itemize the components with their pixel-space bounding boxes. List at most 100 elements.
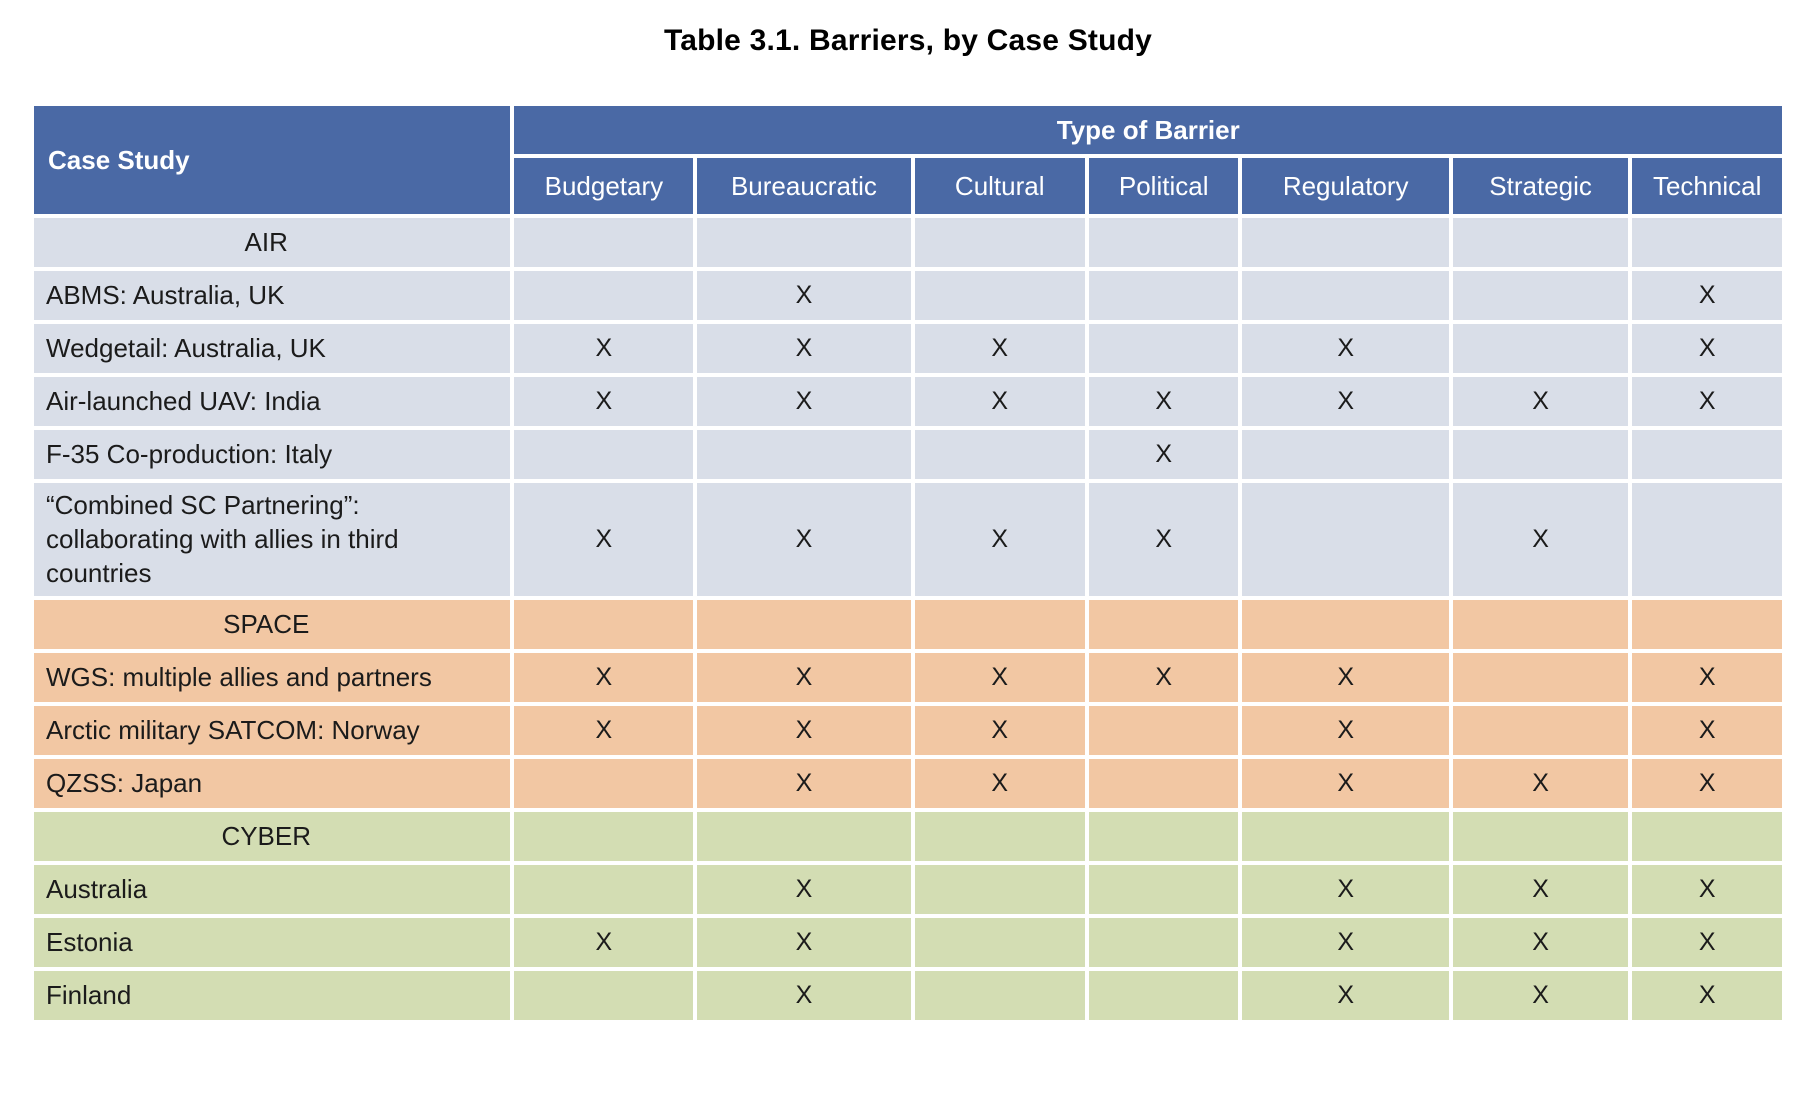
barrier-mark-cell bbox=[1088, 812, 1239, 862]
barrier-mark-cell bbox=[1242, 430, 1449, 479]
column-header-regulatory: Regulatory bbox=[1242, 158, 1449, 214]
column-header-bureaucratic: Bureaucratic bbox=[697, 158, 911, 214]
barrier-mark-cell: X bbox=[697, 865, 911, 915]
section-row-space: SPACE bbox=[34, 600, 1782, 650]
section-header-cell: SPACE bbox=[34, 600, 511, 650]
column-header-cultural: Cultural bbox=[914, 158, 1085, 214]
barrier-mark-cell bbox=[914, 971, 1085, 1021]
barrier-mark-cell bbox=[697, 430, 911, 479]
column-header-political: Political bbox=[1088, 158, 1239, 214]
case-study-cell: F-35 Co-production: Italy bbox=[34, 430, 511, 479]
barrier-mark-cell: X bbox=[1632, 324, 1782, 373]
barrier-mark-cell bbox=[1632, 600, 1782, 650]
barrier-mark-cell: X bbox=[1242, 324, 1449, 373]
barrier-mark-cell: X bbox=[697, 706, 911, 756]
barrier-mark-cell bbox=[697, 218, 911, 267]
barrier-mark-cell: X bbox=[914, 706, 1085, 756]
case-study-cell: Wedgetail: Australia, UK bbox=[34, 324, 511, 373]
type-of-barrier-header: Type of Barrier bbox=[514, 106, 1782, 154]
barrier-mark-cell: X bbox=[697, 377, 911, 426]
barrier-mark-cell: X bbox=[514, 483, 694, 597]
barrier-mark-cell bbox=[1452, 271, 1629, 320]
barrier-mark-cell: X bbox=[1088, 653, 1239, 703]
barrier-mark-cell bbox=[1088, 865, 1239, 915]
barrier-mark-cell bbox=[1242, 812, 1449, 862]
barrier-mark-cell: X bbox=[1632, 706, 1782, 756]
barrier-mark-cell bbox=[914, 430, 1085, 479]
barrier-mark-cell bbox=[1452, 653, 1629, 703]
barrier-mark-cell bbox=[1088, 971, 1239, 1021]
case-study-cell: Estonia bbox=[34, 918, 511, 968]
barrier-mark-cell bbox=[1452, 218, 1629, 267]
barrier-mark-cell bbox=[1452, 430, 1629, 479]
barrier-mark-cell: X bbox=[1632, 971, 1782, 1021]
barrier-mark-cell bbox=[914, 812, 1085, 862]
barrier-mark-cell: X bbox=[1452, 759, 1629, 809]
barrier-mark-cell bbox=[1088, 324, 1239, 373]
barrier-mark-cell bbox=[1088, 918, 1239, 968]
barrier-mark-cell bbox=[914, 600, 1085, 650]
barrier-mark-cell bbox=[514, 271, 694, 320]
barrier-mark-cell: X bbox=[1632, 271, 1782, 320]
barrier-mark-cell: X bbox=[1632, 759, 1782, 809]
barrier-mark-cell bbox=[514, 812, 694, 862]
case-study-cell: Air-launched UAV: India bbox=[34, 377, 511, 426]
case-study-header: Case Study bbox=[34, 106, 511, 214]
section-header-cell: AIR bbox=[34, 218, 511, 267]
barrier-mark-cell bbox=[514, 218, 694, 267]
barrier-mark-cell: X bbox=[514, 377, 694, 426]
barrier-mark-cell: X bbox=[697, 653, 911, 703]
barrier-mark-cell: X bbox=[1088, 430, 1239, 479]
barrier-mark-cell: X bbox=[514, 653, 694, 703]
barrier-mark-cell: X bbox=[1452, 918, 1629, 968]
barrier-mark-cell bbox=[514, 971, 694, 1021]
barrier-mark-cell bbox=[1632, 430, 1782, 479]
barrier-mark-cell: X bbox=[697, 271, 911, 320]
case-study-cell: ABMS: Australia, UK bbox=[34, 271, 511, 320]
barrier-mark-cell: X bbox=[1242, 759, 1449, 809]
table-row: ABMS: Australia, UK X X bbox=[34, 271, 1782, 320]
case-study-cell: Australia bbox=[34, 865, 511, 915]
column-header-budgetary: Budgetary bbox=[514, 158, 694, 214]
barrier-mark-cell bbox=[1452, 324, 1629, 373]
barrier-mark-cell bbox=[1452, 812, 1629, 862]
barrier-mark-cell: X bbox=[1632, 918, 1782, 968]
barrier-mark-cell: X bbox=[514, 706, 694, 756]
barrier-mark-cell: X bbox=[697, 971, 911, 1021]
barrier-mark-cell: X bbox=[697, 918, 911, 968]
barrier-mark-cell bbox=[1452, 706, 1629, 756]
section-row-air: AIR bbox=[34, 218, 1782, 267]
barrier-mark-cell bbox=[514, 865, 694, 915]
barrier-mark-cell: X bbox=[1452, 865, 1629, 915]
barrier-mark-cell: X bbox=[1632, 377, 1782, 426]
barrier-mark-cell bbox=[1632, 483, 1782, 597]
case-study-cell: Arctic military SATCOM: Norway bbox=[34, 706, 511, 756]
barrier-mark-cell: X bbox=[1452, 377, 1629, 426]
barrier-mark-cell bbox=[1632, 218, 1782, 267]
barrier-mark-cell: X bbox=[1242, 653, 1449, 703]
barrier-mark-cell bbox=[1242, 600, 1449, 650]
table-row: F-35 Co-production: Italy X bbox=[34, 430, 1782, 479]
group-header-row: Case Study Type of Barrier bbox=[34, 106, 1782, 214]
barrier-mark-cell: X bbox=[914, 377, 1085, 426]
barrier-mark-cell: X bbox=[514, 324, 694, 373]
barrier-mark-cell bbox=[914, 918, 1085, 968]
barrier-mark-cell: X bbox=[514, 918, 694, 968]
column-header-technical: Technical bbox=[1632, 158, 1782, 214]
page-title: Table 3.1. Barriers, by Case Study bbox=[663, 24, 1153, 57]
section-row-cyber: CYBER bbox=[34, 812, 1782, 862]
barrier-mark-cell: X bbox=[1632, 865, 1782, 915]
barrier-mark-cell: X bbox=[1242, 706, 1449, 756]
barrier-mark-cell: X bbox=[697, 759, 911, 809]
section-header-cell: CYBER bbox=[34, 812, 511, 862]
barrier-mark-cell bbox=[1088, 271, 1239, 320]
barrier-mark-cell: X bbox=[1452, 483, 1629, 597]
barrier-mark-cell bbox=[1242, 271, 1449, 320]
barrier-mark-cell bbox=[914, 218, 1085, 267]
barrier-mark-cell: X bbox=[914, 324, 1085, 373]
